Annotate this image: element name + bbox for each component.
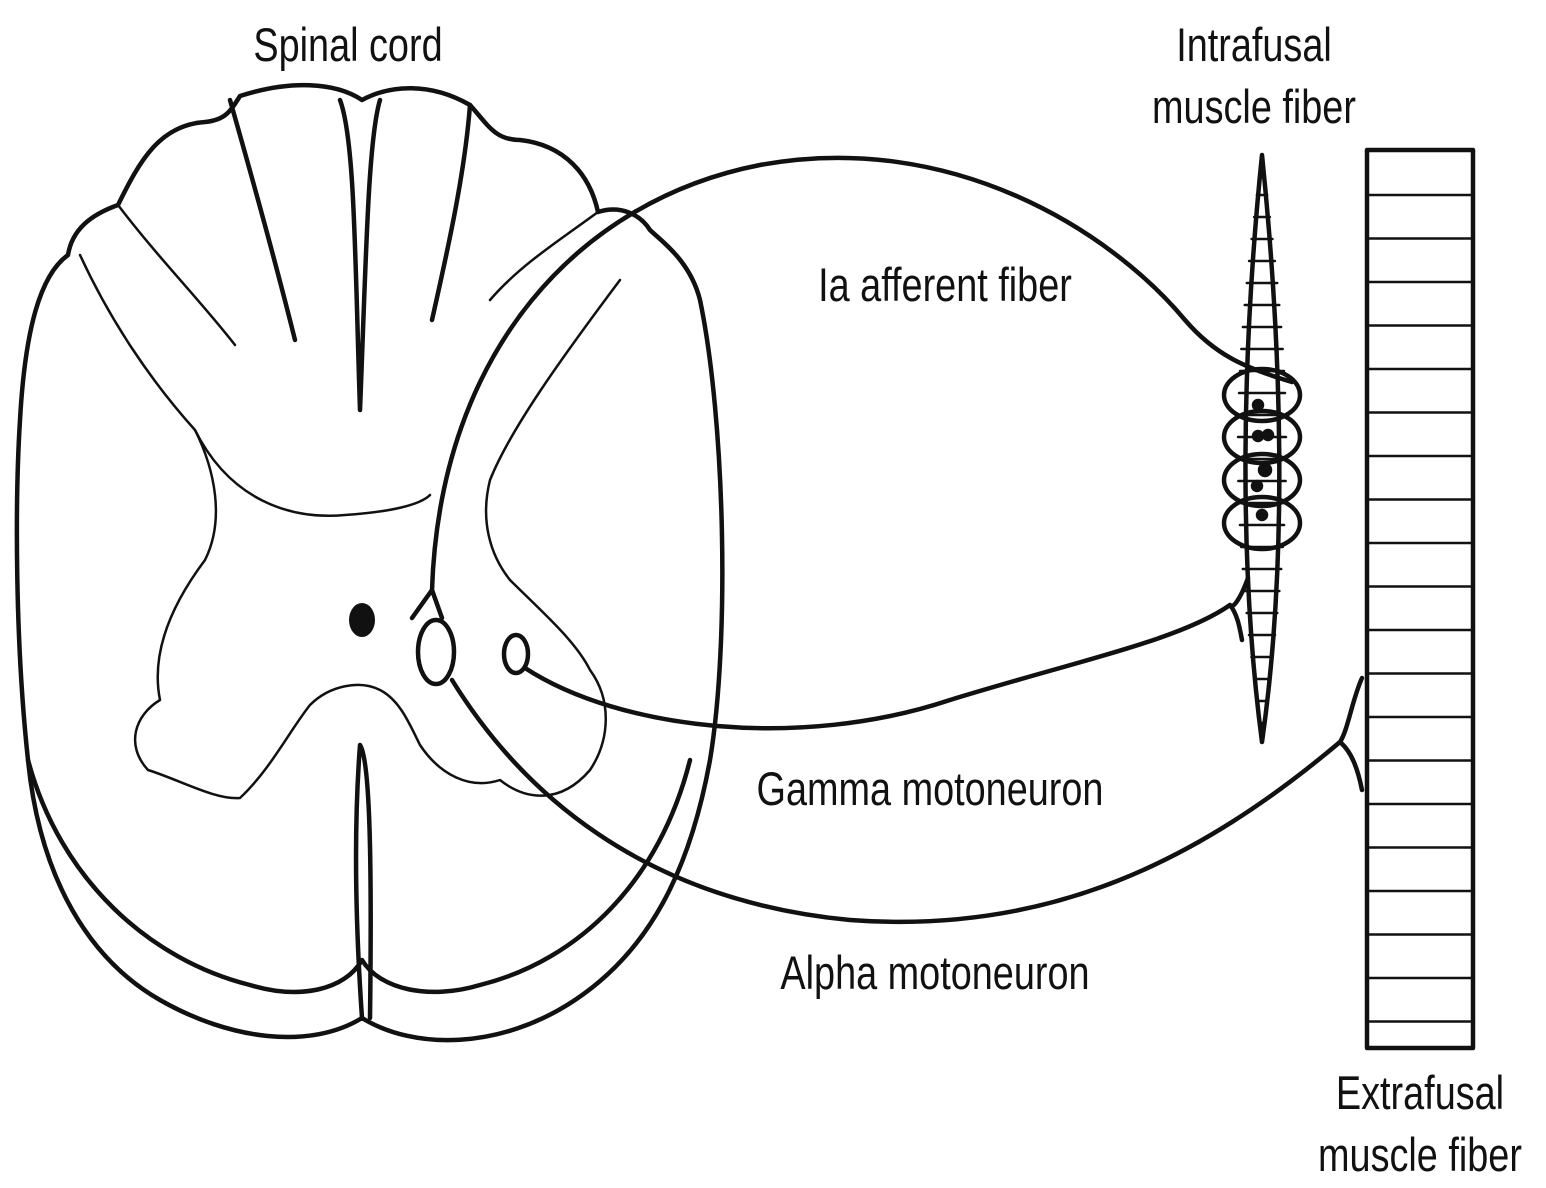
extrafusal-muscle-fiber [1367, 150, 1473, 1048]
label-alpha-motoneuron: Alpha motoneuron [780, 947, 1089, 1000]
dorsal-median-septum [340, 100, 380, 410]
extrafusal-striations [1367, 195, 1473, 1022]
label-ia-afferent: Ia afferent fiber [818, 259, 1072, 312]
labels: Spinal cord Intrafusal muscle fiber Ia a… [253, 19, 1522, 1182]
label-intrafusal-line2: muscle fiber [1152, 81, 1356, 134]
gamma-motoneuron-axon [525, 605, 1230, 728]
label-intrafusal-line1: Intrafusal [1176, 19, 1332, 72]
lateral-sulcus-left [118, 205, 235, 345]
dorsal-column-boundary-left [230, 100, 295, 340]
alpha-motor-end-plate [1340, 678, 1362, 790]
ia-afferent-fiber [432, 158, 1292, 590]
extrafusal-fiber-outline [1367, 150, 1473, 1048]
central-canal [349, 603, 375, 637]
label-spinal-cord: Spinal cord [253, 19, 442, 72]
label-extrafusal-line2: muscle fiber [1318, 1129, 1522, 1182]
ia-afferent-terminal [412, 590, 442, 618]
grey-matter [80, 255, 620, 798]
intrafusal-fiber-outline [1245, 155, 1279, 742]
label-extrafusal-line1: Extrafusal [1336, 1067, 1504, 1120]
spinal-cord-cross-section [17, 85, 722, 1040]
ventral-median-fissure [356, 745, 371, 1018]
alpha-motoneuron-soma [418, 620, 454, 684]
grey-matter-dorsal-arm-left [195, 430, 430, 516]
label-gamma-motoneuron: Gamma motoneuron [757, 763, 1104, 816]
dorsal-column-boundary-right [432, 105, 470, 320]
intrafusal-muscle-fiber [1224, 155, 1300, 742]
gamma-motor-end-plate [1230, 578, 1248, 640]
